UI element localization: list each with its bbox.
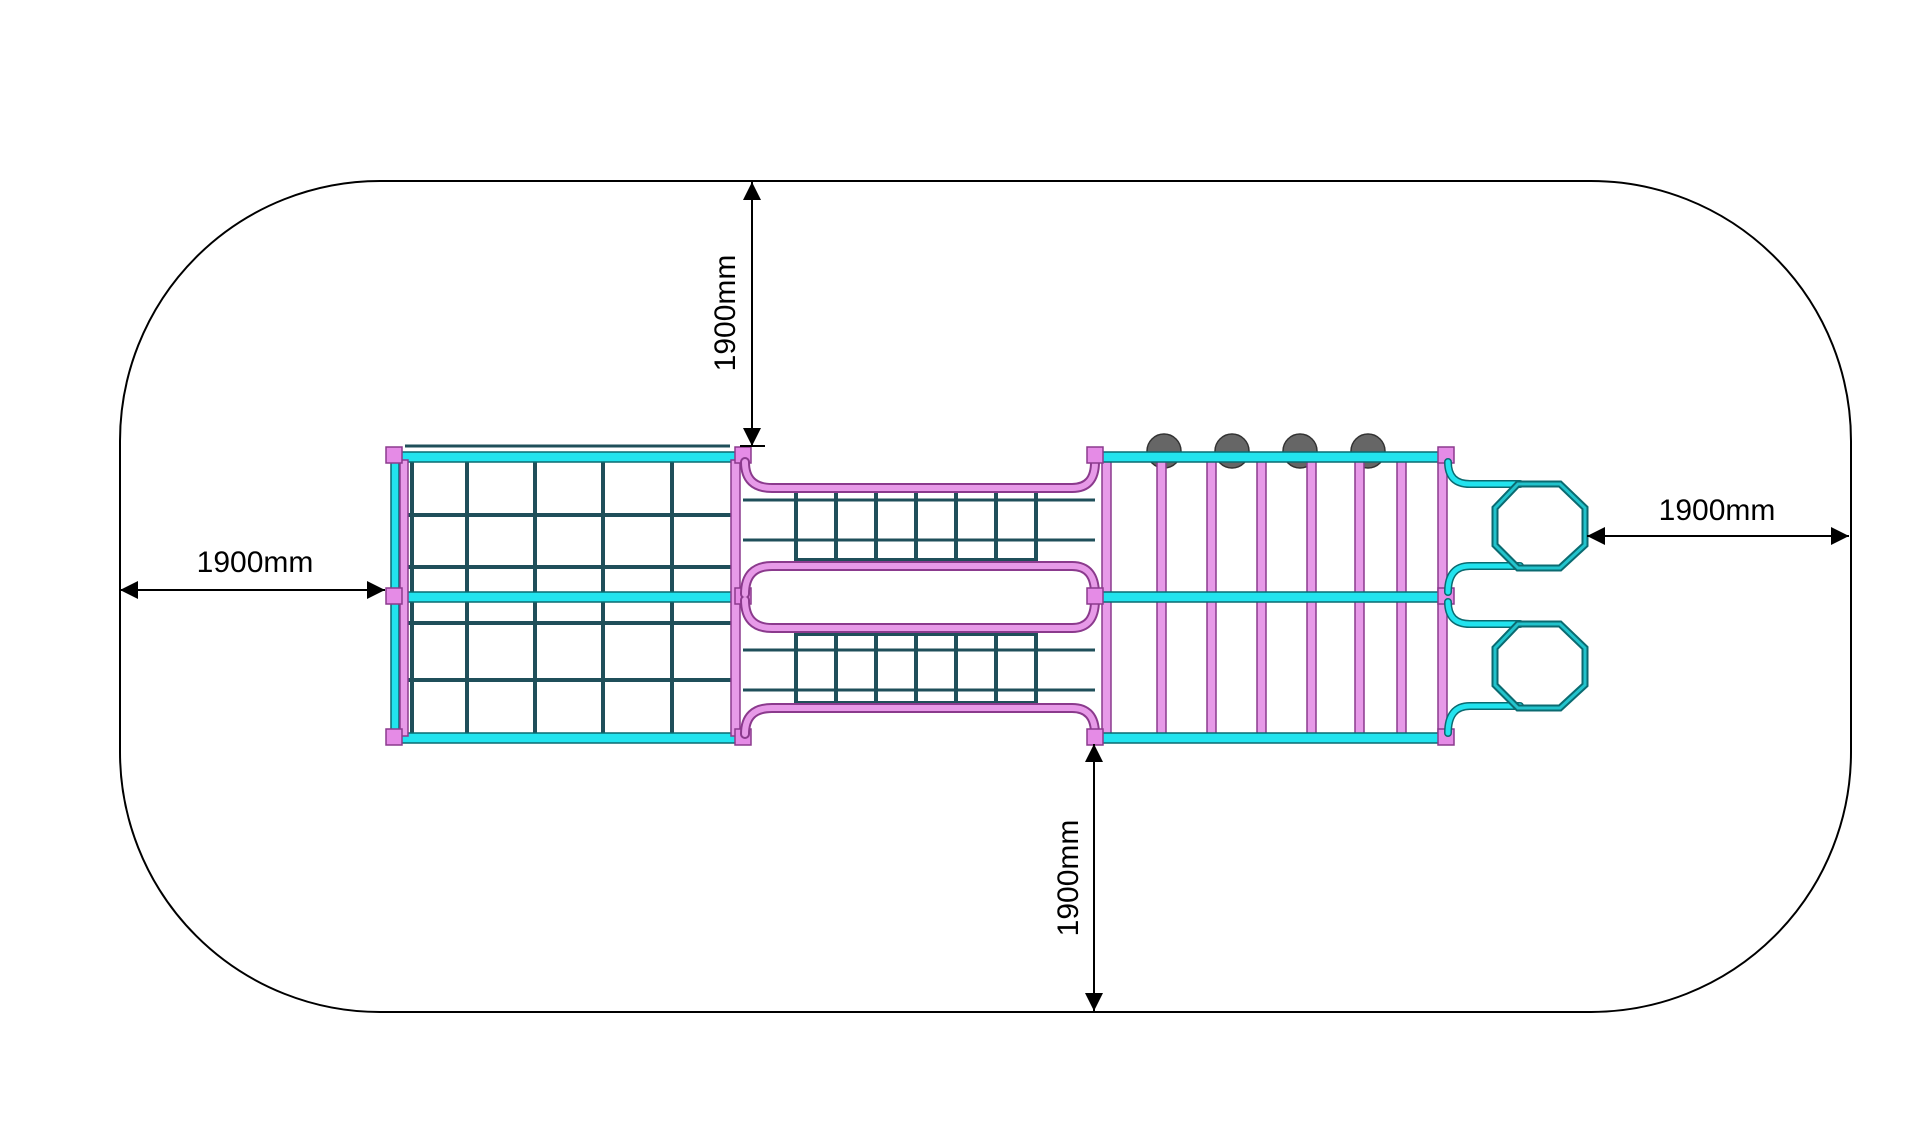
octagon-rings-module	[1444, 458, 1589, 737]
left-bottom-rail	[399, 732, 741, 744]
middle-pink-curved-rails-fill	[742, 459, 1098, 737]
right-bars-module	[1086, 433, 1455, 746]
left-clearance-label: 1900mm	[197, 546, 314, 579]
safety-zone-outline	[119, 180, 1852, 1013]
right-top-rail	[1101, 451, 1448, 463]
left-net-module	[385, 444, 752, 746]
upper-octagon-ring-fill	[1493, 482, 1587, 570]
ring-connectors	[1444, 458, 1524, 737]
top-clearance-label: 1900mm	[709, 255, 742, 372]
right-middle-rail	[1101, 591, 1448, 603]
lower-octagon-ring-fill	[1493, 622, 1587, 710]
lower-ladder	[794, 632, 1038, 705]
left-middle-rail	[399, 591, 741, 603]
dimension-lines	[120, 182, 1849, 1011]
right-clearance-label: 1900mm	[1659, 494, 1776, 527]
right-bottom-rail	[1101, 732, 1448, 744]
middle-ladder-module	[740, 457, 1100, 739]
bottom-clearance-label: 1900mm	[1052, 820, 1085, 937]
left-top-rail	[399, 451, 741, 463]
ring-connectors-fill	[1445, 459, 1523, 736]
